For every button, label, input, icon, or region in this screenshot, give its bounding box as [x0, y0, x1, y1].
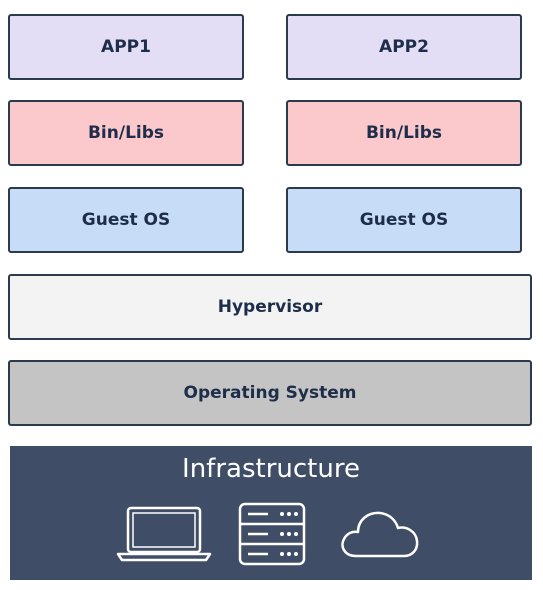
app2-layer: APP2	[286, 14, 522, 80]
hypervisor-layer: Hypervisor	[8, 274, 532, 340]
cloud-icon	[341, 511, 419, 558]
laptop-icon	[116, 506, 212, 562]
guest-os-layer-2: Guest OS	[286, 187, 522, 253]
hypervisor-label: Hypervisor	[217, 297, 323, 317]
infrastructure-layer: Infrastructure	[10, 446, 532, 580]
infrastructure-title: Infrastructure	[182, 454, 360, 484]
app2-label: APP2	[379, 37, 429, 57]
operating-system-label: Operating System	[183, 383, 357, 403]
app1-layer: APP1	[8, 14, 244, 80]
bin-libs-layer-2: Bin/Libs	[286, 100, 522, 166]
bin-libs-label-2: Bin/Libs	[365, 123, 443, 143]
guest-os-layer-1: Guest OS	[8, 187, 244, 253]
guest-os-label-1: Guest OS	[81, 210, 171, 230]
bin-libs-label-1: Bin/Libs	[87, 123, 165, 143]
guest-os-label-2: Guest OS	[359, 210, 449, 230]
operating-system-layer: Operating System	[8, 360, 532, 426]
bin-libs-layer-1: Bin/Libs	[8, 100, 244, 166]
server-icon	[238, 502, 306, 566]
app1-label: APP1	[101, 37, 151, 57]
